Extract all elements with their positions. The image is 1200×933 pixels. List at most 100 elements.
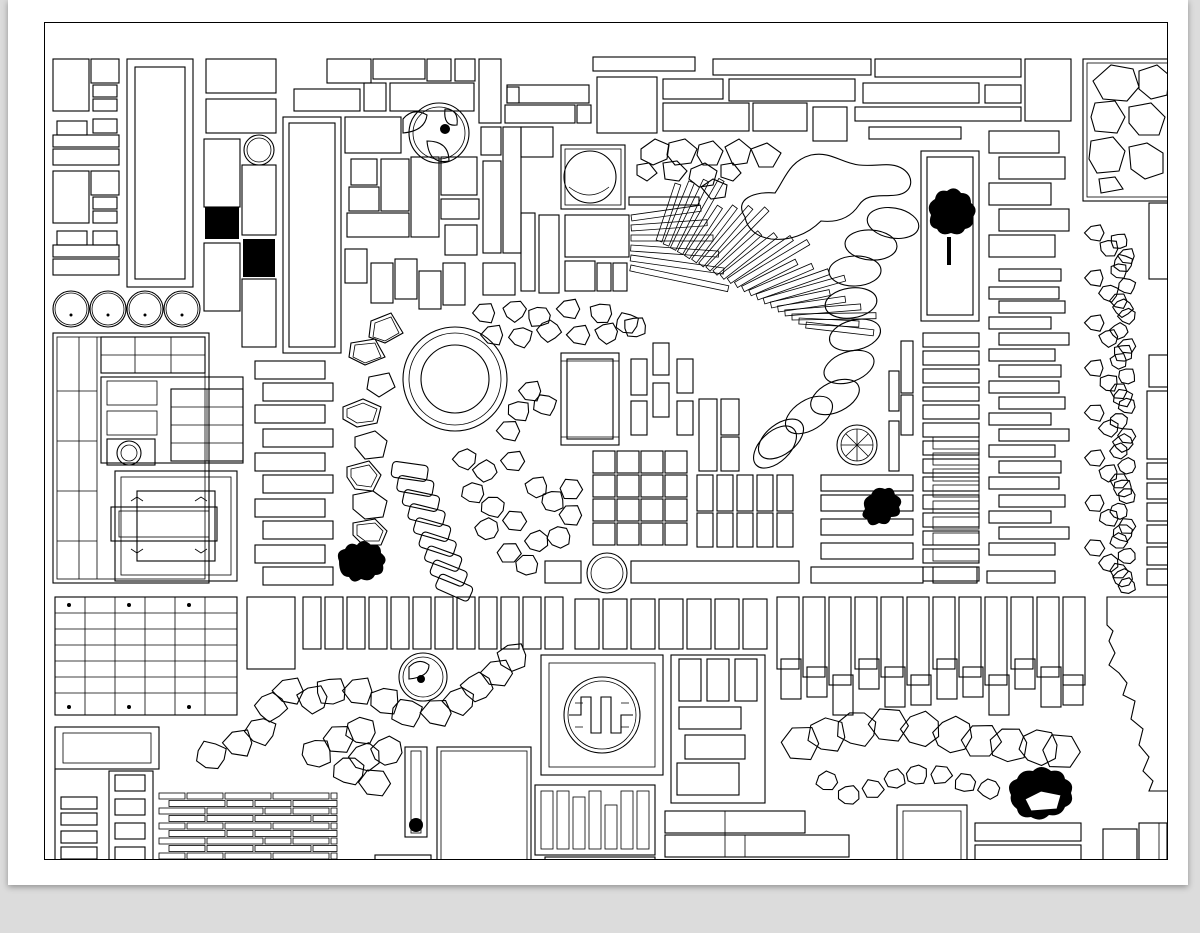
flagstone bbox=[528, 306, 551, 327]
curved-step bbox=[418, 531, 457, 557]
brick bbox=[206, 837, 264, 845]
paving-slab bbox=[988, 286, 1060, 300]
brick bbox=[224, 792, 272, 800]
flagstone bbox=[1084, 539, 1106, 557]
paving-slab bbox=[254, 498, 326, 518]
flagstone bbox=[1108, 321, 1129, 340]
brick bbox=[158, 822, 186, 830]
flagstone bbox=[1099, 374, 1118, 392]
paving-slab bbox=[262, 428, 334, 448]
boardwalk-plank bbox=[629, 254, 725, 275]
stepping-stone bbox=[844, 229, 898, 261]
brick bbox=[254, 815, 312, 822]
round-planter-icon bbox=[402, 102, 470, 164]
paving-slab bbox=[602, 598, 628, 650]
grid-tile bbox=[640, 450, 664, 474]
paving-slab bbox=[988, 476, 1060, 490]
flagstone bbox=[507, 401, 530, 422]
brick bbox=[254, 845, 312, 852]
paving-slab bbox=[998, 526, 1070, 540]
paving-slab bbox=[302, 596, 322, 650]
paving-slab bbox=[988, 674, 1010, 716]
boardwalk-plank bbox=[777, 295, 847, 313]
flagstone bbox=[1098, 329, 1119, 348]
brick bbox=[158, 837, 206, 845]
paving-slab bbox=[254, 404, 326, 424]
landscape-plan-svg bbox=[52, 56, 1167, 859]
paving-slab bbox=[984, 596, 1008, 686]
paving-slab bbox=[254, 452, 326, 472]
paving-slab bbox=[922, 386, 980, 402]
tree-bed bbox=[920, 150, 980, 322]
brick bbox=[158, 852, 186, 859]
boulder-shrub bbox=[1009, 767, 1073, 820]
boardwalk-plank bbox=[691, 204, 738, 264]
paving-slab bbox=[1062, 674, 1084, 706]
brick bbox=[330, 807, 338, 815]
flagstone bbox=[460, 482, 485, 504]
paving-slab bbox=[346, 596, 366, 650]
paving-slab bbox=[998, 460, 1062, 474]
vertical-slab-pairs bbox=[696, 474, 794, 548]
flagstone bbox=[1111, 433, 1134, 453]
flagstone bbox=[1097, 418, 1119, 438]
flagstone bbox=[196, 740, 227, 770]
grid-tile bbox=[616, 498, 640, 522]
right-slab-column bbox=[922, 130, 1070, 582]
brick bbox=[292, 800, 338, 807]
flagstone bbox=[1084, 494, 1105, 512]
lower-misc-slabs bbox=[374, 746, 1167, 859]
paving-slab bbox=[998, 332, 1070, 346]
paving-slab bbox=[922, 512, 980, 528]
boardwalk-plank bbox=[705, 206, 770, 272]
paving-slab bbox=[922, 458, 980, 474]
boardwalk-plank bbox=[784, 303, 862, 317]
paving-slab bbox=[574, 598, 600, 650]
top-row-slabs bbox=[293, 58, 560, 310]
flagstone bbox=[1117, 547, 1136, 565]
curved-step bbox=[407, 503, 446, 527]
paving-slab bbox=[828, 596, 852, 686]
paving-slab bbox=[802, 596, 826, 678]
flagstone bbox=[515, 554, 539, 576]
flagstone bbox=[1083, 314, 1105, 332]
flagstone bbox=[1117, 397, 1136, 414]
flagstone bbox=[419, 699, 452, 727]
stepping-stone bbox=[828, 255, 882, 287]
grid-tile bbox=[616, 474, 640, 498]
flagstone bbox=[905, 764, 927, 785]
flagstone bbox=[615, 312, 640, 334]
flagstone bbox=[1108, 293, 1128, 310]
lower-slab-row bbox=[302, 596, 768, 650]
flagstone bbox=[1083, 224, 1105, 242]
flagstone bbox=[1109, 442, 1128, 460]
boardwalk-plank bbox=[630, 204, 702, 222]
flagstone bbox=[451, 448, 477, 471]
flagstone bbox=[1117, 577, 1136, 594]
brick bbox=[330, 852, 338, 859]
boardwalk-plank bbox=[630, 219, 708, 232]
paving-slab bbox=[998, 494, 1066, 508]
upper-center-slabs bbox=[504, 56, 700, 292]
lower-center-slabs bbox=[670, 654, 766, 804]
paving-slab bbox=[936, 658, 958, 700]
paving-slab bbox=[922, 368, 980, 384]
flagstone bbox=[441, 686, 475, 717]
flagstone bbox=[495, 421, 521, 442]
grid-tile bbox=[592, 498, 616, 522]
flagstone bbox=[322, 726, 354, 753]
boardwalk-plank bbox=[791, 312, 877, 321]
flagstone bbox=[1109, 532, 1129, 549]
brick bbox=[186, 822, 224, 830]
flagstone bbox=[479, 659, 514, 687]
brick bbox=[264, 807, 292, 815]
paving-slab bbox=[262, 520, 334, 540]
flagstone bbox=[1116, 307, 1136, 325]
paving-slab bbox=[390, 596, 410, 650]
flagstone bbox=[1099, 240, 1119, 257]
flagstone bbox=[316, 678, 346, 705]
flagstone bbox=[837, 785, 860, 805]
paving-slab bbox=[988, 412, 1052, 426]
paving-slab bbox=[932, 532, 980, 546]
flagstone bbox=[861, 779, 885, 798]
